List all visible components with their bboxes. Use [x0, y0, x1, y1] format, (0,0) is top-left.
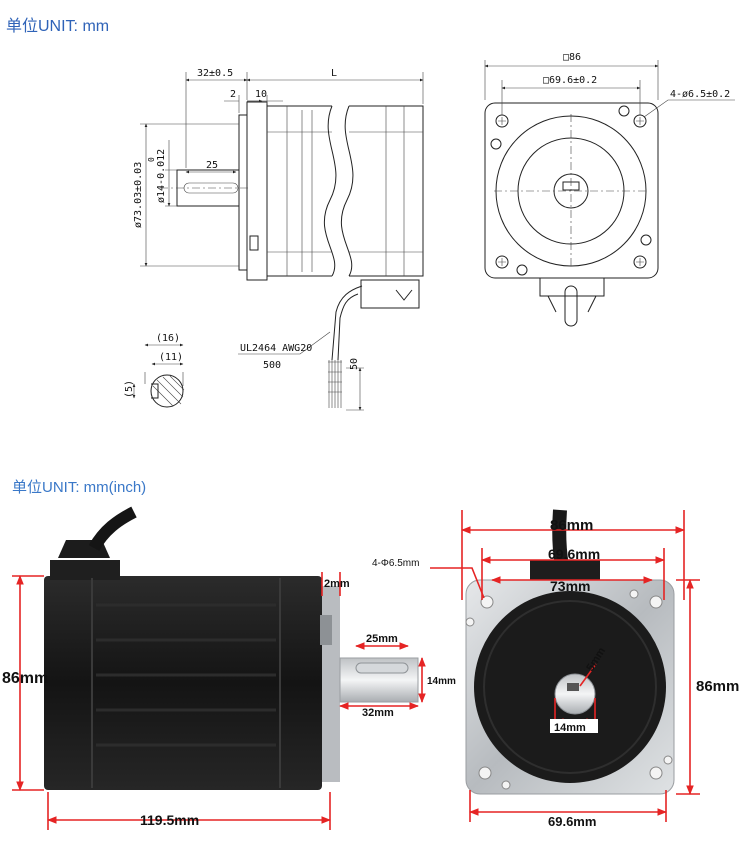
cad-wire-leader [238, 331, 331, 355]
photo-front-holes [465, 589, 673, 790]
cad-break-line-2 [341, 105, 354, 277]
photo-front-shaft [554, 673, 596, 715]
cad-front-plate [238, 114, 248, 271]
cad-cable-outline-1 [331, 285, 363, 361]
photo-front-holes-label: 4-Φ6.5mm [372, 558, 419, 569]
cad-body-ribs [286, 106, 313, 276]
cad-dim-16-label: (16) [156, 333, 180, 344]
cad-dim-10-label: 10 [255, 89, 267, 100]
cad-cable-strip-marks [328, 361, 342, 393]
cad-dim-86-label: □86 [563, 52, 581, 63]
photo-connector-base [50, 560, 120, 580]
cad-front-connector [539, 278, 605, 297]
photo-height-ext [12, 575, 44, 791]
photo-shaft-flat-label: 25mm [366, 633, 398, 645]
cad-holes-label: 4-ø6.5±0.2 [670, 89, 730, 100]
photo-shaft-key [355, 662, 409, 674]
cad-section-key [151, 383, 159, 399]
cad-body-left [266, 105, 332, 277]
photo-front-key-leader [579, 663, 597, 687]
cad-holes-leader [643, 99, 735, 118]
photo-motor-body [44, 576, 322, 790]
cad-dim-50-ext [346, 367, 364, 411]
cad-front-view: □86 □69.6±0.2 4-ø6.5±0.2 [484, 52, 735, 327]
cad-dim-11-label: (11) [159, 352, 183, 363]
photo-body-seams [91, 578, 281, 788]
photo-shaft-len-label: 32mm [362, 707, 394, 719]
cad-rear-ribs [385, 106, 405, 276]
cad-dim-16-ext [144, 372, 184, 386]
photo-shaft-dia-label: 14mm [427, 676, 456, 687]
cad-flange-slot [249, 235, 259, 251]
cad-cable-outline-2 [337, 293, 359, 361]
cad-wire-length: 500 [263, 360, 281, 371]
cad-side-view: 32±0.5 L 2 10 25 ø14-0.012 0 ø73.03±0.03 [133, 68, 424, 309]
photo-front-width-ext [461, 510, 685, 600]
cad-flange [246, 101, 268, 281]
cad-keyway [183, 182, 239, 194]
photo-cable [88, 506, 137, 552]
photo-front-view: 86mm 69.6mm 73mm 4-Φ6.5mm 86mm 69.6mm 5m… [372, 509, 739, 829]
cad-cable: UL2464 AWG20 500 50 [238, 285, 364, 411]
cad-section-hatch [152, 375, 185, 407]
cad-dim-69-label: □69.6±0.2 [543, 75, 597, 86]
photo-front-bottom-label: 69.6mm [548, 814, 596, 829]
cad-front-holes [490, 105, 652, 276]
cad-wire-spec: UL2464 AWG20 [240, 343, 312, 354]
cad-shaft-section: (16) (11) (5) [124, 333, 185, 408]
cad-connector [360, 279, 420, 309]
cad-dim-5-label: (5) [124, 380, 135, 398]
photo-height-label: 86mm [2, 670, 48, 687]
photo-flange-screw [320, 615, 332, 645]
cad-body-lines [267, 131, 423, 253]
photo-length-label: 119.5mm [140, 812, 199, 828]
unit-heading-top: 单位UNIT: mm [6, 18, 110, 35]
photo-flange-label: 2mm [324, 578, 350, 590]
cad-shaft-dia-upper: 0 [147, 157, 156, 162]
cad-dim-50-label: 50 [349, 358, 360, 370]
cad-section-circle [150, 374, 184, 408]
photo-front-bottom-ext [469, 790, 667, 822]
photo-front-height-label: 86mm [696, 678, 739, 695]
cad-dim-25-label: 25 [206, 160, 218, 171]
cad-shaft-dia-ext [165, 169, 177, 207]
cad-dim-2-label: 2 [230, 89, 236, 100]
photo-body-ribs [96, 603, 276, 747]
photo-side-view: 86mm 119.5mm 2mm 25mm 32mm 14mm [2, 506, 456, 830]
photo-front-shaft-label-bg [550, 719, 598, 733]
photo-front-width-label: 86mm [550, 517, 593, 534]
photo-front-spacing-label: 69.6mm [548, 546, 600, 562]
cad-dim-2-ext [238, 95, 268, 113]
cad-front-cable [564, 285, 578, 327]
photo-front-shaft-label: 14mm [554, 722, 586, 734]
cad-shaft-dia-label: ø14-0.012 [156, 149, 167, 203]
photo-front-ring [483, 600, 657, 774]
cad-dim-32-label: 32±0.5 [197, 68, 233, 79]
photo-front-pilot-label: 73mm [550, 578, 590, 594]
cad-dim-32-ext [185, 72, 248, 168]
cad-front-connector-legs [547, 295, 597, 313]
cad-cable-wires [328, 360, 342, 408]
unit-heading-bottom: 单位UNIT: mm(inch) [12, 479, 147, 496]
cad-dim-69-ext [501, 80, 641, 115]
cad-dim-L-label: L [331, 68, 337, 79]
cad-pilot-label: ø73.03±0.03 [133, 162, 144, 228]
photo-front-holes-leader [430, 567, 485, 599]
cad-connector-notch [395, 289, 413, 301]
cad-break-line-1 [324, 105, 337, 277]
photo-flange-ext [321, 572, 341, 596]
cad-front-square [484, 102, 659, 279]
cad-front-centerlines [494, 114, 648, 268]
photo-front-key [567, 683, 579, 691]
cad-pilot-ext [140, 123, 239, 267]
